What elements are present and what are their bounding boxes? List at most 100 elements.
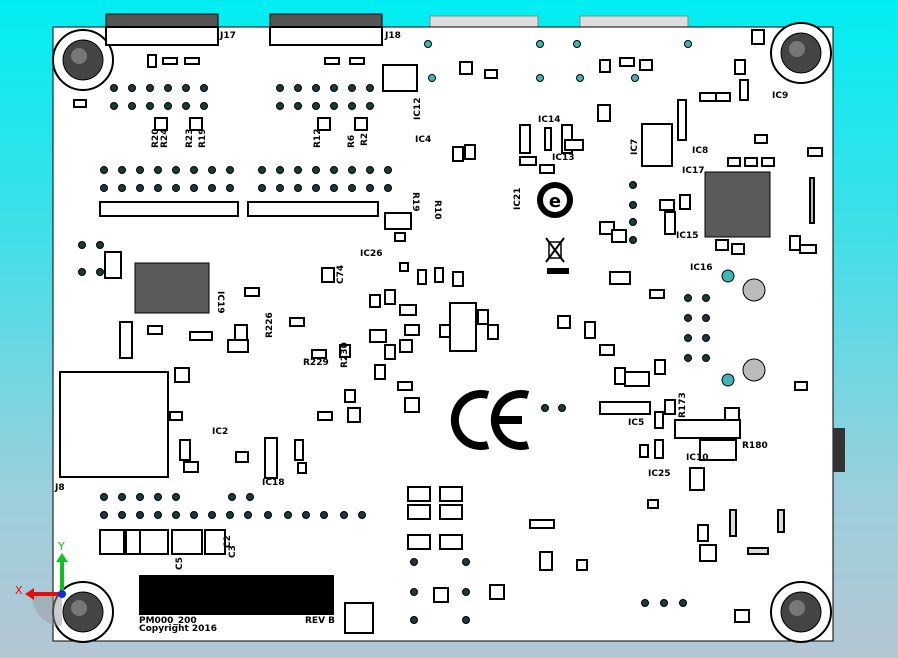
designator-label: IC9 <box>772 91 788 101</box>
smd-pad <box>374 364 386 380</box>
smd-pad <box>294 439 304 461</box>
smd-pad <box>235 451 249 463</box>
smd-pad <box>439 534 463 550</box>
via <box>410 558 418 566</box>
smd-pad <box>417 269 427 285</box>
via <box>190 511 198 519</box>
via <box>576 74 584 82</box>
smd-pad <box>317 117 331 131</box>
via <box>629 201 637 209</box>
smd-pad <box>169 411 183 421</box>
designator-label: R24 <box>160 129 170 148</box>
smd-pad <box>317 411 333 421</box>
via <box>172 493 180 501</box>
via <box>348 102 356 110</box>
smd-pad <box>597 104 611 122</box>
smd-pad <box>664 399 676 415</box>
via <box>684 354 692 362</box>
smd-pad <box>699 439 737 461</box>
via <box>684 334 692 342</box>
smd-pad <box>189 117 203 131</box>
y-axis-label: Y <box>57 540 65 553</box>
smd-pad <box>139 529 169 555</box>
via <box>312 102 320 110</box>
smd-pad <box>654 359 666 375</box>
designator-label: IC14 <box>538 115 560 125</box>
smd-pad <box>529 519 555 529</box>
smd-pad <box>104 251 122 279</box>
smd-pad <box>734 609 750 623</box>
smd-pad <box>99 201 239 217</box>
smd-pad <box>799 244 817 254</box>
smd-pad <box>125 529 141 555</box>
usb-connector-1 <box>429 15 539 29</box>
designator-label: IC4 <box>415 135 431 145</box>
smd-pad <box>179 439 191 461</box>
smd-pad <box>777 509 785 533</box>
via <box>146 84 154 92</box>
via <box>78 268 86 276</box>
via <box>172 166 180 174</box>
smd-pad <box>119 321 133 359</box>
designator-label: IC26 <box>360 249 382 259</box>
test-point <box>742 278 766 302</box>
designator-label: J17 <box>219 31 236 41</box>
smd-pad <box>619 57 635 67</box>
via <box>428 74 436 82</box>
smd-pad <box>204 529 226 555</box>
smd-pad <box>576 559 588 571</box>
via <box>312 166 320 174</box>
smd-pad <box>394 232 406 242</box>
smd-pad <box>699 544 717 562</box>
smd-pad <box>452 271 464 287</box>
via <box>384 184 392 192</box>
smd-pad <box>599 221 615 235</box>
via <box>154 166 162 174</box>
via <box>358 511 366 519</box>
designator-label: R173 <box>678 392 688 418</box>
via <box>366 166 374 174</box>
via <box>536 74 544 82</box>
via <box>294 184 302 192</box>
via <box>208 166 216 174</box>
smd-pad <box>599 401 651 415</box>
designator-label: C74 <box>336 265 346 284</box>
smd-pad <box>539 551 553 571</box>
via <box>118 166 126 174</box>
smd-pad <box>739 79 749 101</box>
designator-label: R23 <box>185 129 195 148</box>
smd-pad <box>399 339 413 353</box>
via <box>629 236 637 244</box>
smd-pad <box>649 289 665 299</box>
designator-label: R10 <box>432 200 442 219</box>
smd-pad <box>59 371 169 478</box>
designator-label: R19 <box>198 129 208 148</box>
via <box>78 241 86 249</box>
smd-pad <box>557 315 571 329</box>
designator-label: R12 <box>313 129 323 148</box>
smd-pad <box>807 147 823 157</box>
via <box>312 84 320 92</box>
via <box>348 184 356 192</box>
via <box>226 511 234 519</box>
smd-pad <box>433 587 449 603</box>
designator-label: R19 <box>410 192 420 211</box>
via <box>172 184 180 192</box>
smd-pad <box>311 349 327 359</box>
smd-pad <box>399 262 409 272</box>
x-axis-label: X <box>15 584 23 597</box>
mounting-holes <box>52 22 832 643</box>
designator-label: IC12 <box>413 98 423 120</box>
smd-pad <box>459 61 473 75</box>
smd-pad <box>677 99 687 141</box>
via <box>154 184 162 192</box>
designator-label: IC7 <box>630 139 640 155</box>
smd-pad <box>354 117 368 131</box>
smd-pad <box>654 439 664 459</box>
smd-pad <box>324 57 340 65</box>
smd-pad <box>689 467 705 491</box>
smd-pad <box>744 157 758 167</box>
designator-label: IC17 <box>682 166 704 176</box>
